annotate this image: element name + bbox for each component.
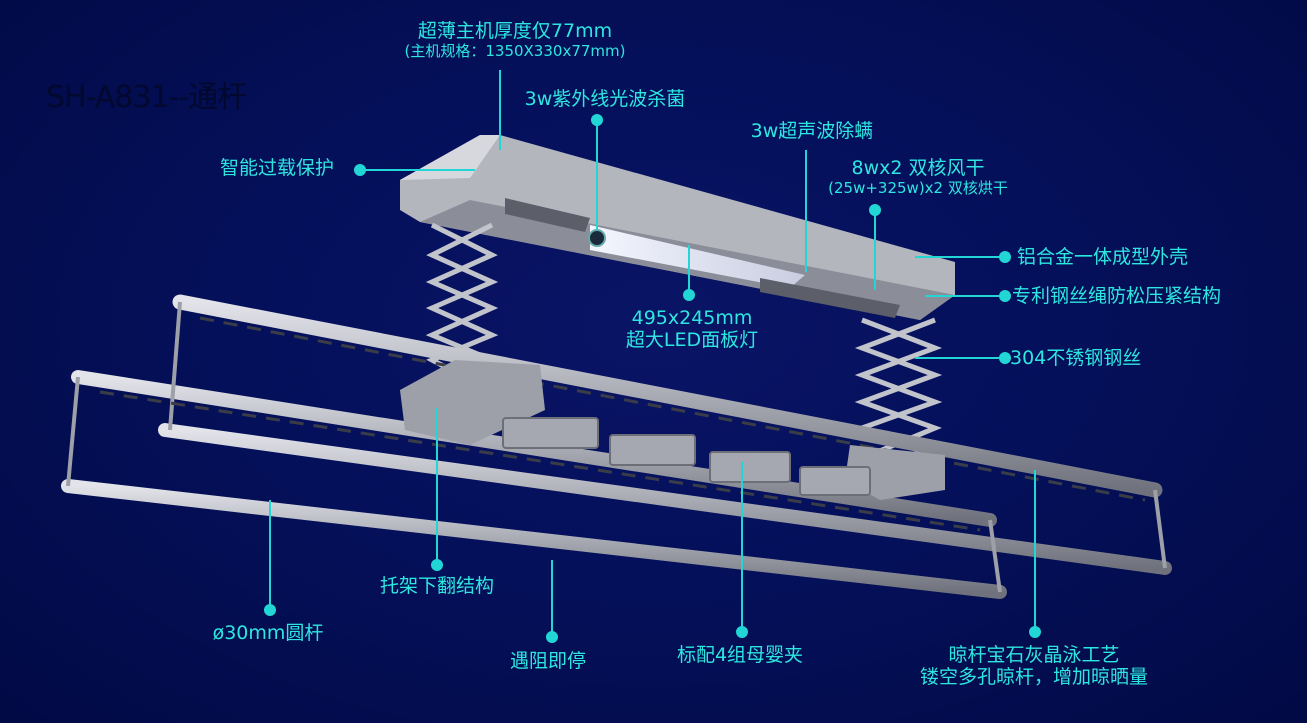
callout-uv: 3w紫外线光波杀菌: [524, 88, 686, 110]
callout-shell: 铝合金一体成型外壳: [1017, 246, 1189, 268]
callout-thin-body-line2: (主机规格：1350X330x77mm): [404, 42, 626, 60]
callout-finish-line2: 镂空多孔晾杆，增加晾晒量: [919, 666, 1149, 688]
callout-led-line2: 超大LED面板灯: [625, 329, 759, 351]
callout-bracket: 托架下翻结构: [379, 575, 495, 597]
callout-finish-line1: 晾杆宝石灰晶泳工艺: [948, 644, 1120, 666]
baby-clips: [502, 417, 871, 496]
callout-led-line1: 495x245mm: [631, 307, 753, 329]
main-unit: [400, 135, 955, 320]
callout-steel-wire: 304不锈钢钢丝: [1010, 347, 1142, 369]
callout-overload: 智能过载保护: [220, 157, 335, 179]
uv-lamp: [588, 229, 606, 247]
callout-dryer: 8wx2 双核风干 (25w+325w)x2 双核烘干: [828, 157, 1008, 197]
callout-ultrasonic: 3w超声波除螨: [750, 120, 874, 142]
callout-clips: 标配4组母婴夹: [676, 644, 804, 666]
model-title: SH-A831--通杆: [46, 80, 247, 115]
callout-thin-body-line1: 超薄主机厚度仅77mm: [417, 20, 613, 42]
callout-rope-lock: 专利钢丝绳防松压紧结构: [1012, 285, 1222, 307]
callout-rod: ø30mm圆杆: [212, 622, 324, 644]
callout-dryer-line1: 8wx2 双核风干: [851, 157, 985, 179]
callout-thin-body: 超薄主机厚度仅77mm (主机规格：1350X330x77mm): [405, 20, 626, 60]
callout-finish: 晾杆宝石灰晶泳工艺 镂空多孔晾杆，增加晾晒量: [920, 644, 1148, 688]
callout-stop: 遇阻即停: [509, 650, 587, 672]
led-panel: [590, 225, 805, 288]
leader-lines: [264, 70, 1041, 643]
callout-led: 495x245mm 超大LED面板灯: [626, 307, 758, 351]
callout-dryer-line2: (25w+325w)x2 双核烘干: [828, 179, 1008, 197]
